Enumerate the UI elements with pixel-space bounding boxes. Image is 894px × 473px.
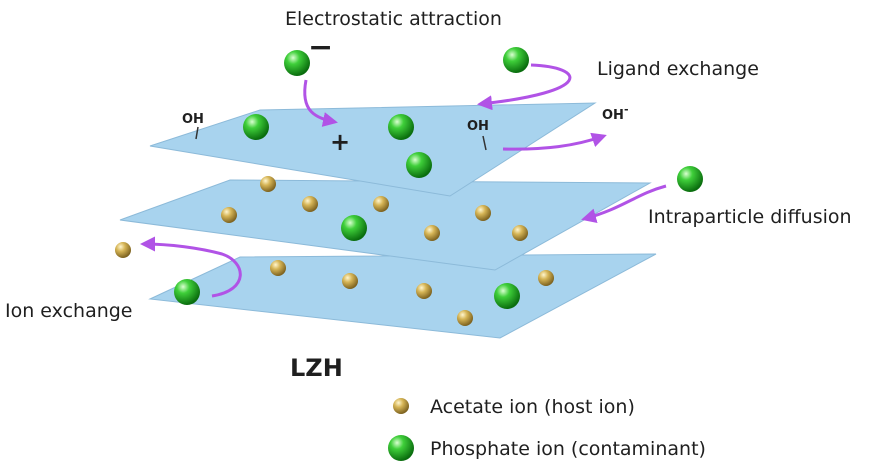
oh-right-text: OH <box>602 108 624 123</box>
acetate-ion <box>416 283 432 299</box>
acetate-ion <box>342 273 358 289</box>
acetate-ion <box>424 225 440 241</box>
phosphate-ion <box>388 114 414 140</box>
legend-phosphate-swatch <box>388 435 414 461</box>
ligand-exchange-label: Ligand exchange <box>597 58 759 80</box>
acetate-ion <box>270 260 286 276</box>
acetate-ion <box>373 196 389 212</box>
oh-left-label: OH <box>182 112 204 127</box>
middle-sheet <box>119 179 652 271</box>
lzh-label: LZH <box>290 354 343 382</box>
intraparticle-label: Intraparticle diffusion <box>648 206 852 228</box>
acetate-ions <box>115 176 554 326</box>
plus-charge: + <box>330 128 350 156</box>
oh-right-charge: - <box>624 103 629 116</box>
bottom-sheet <box>148 253 657 339</box>
phosphate-ion <box>341 215 367 241</box>
phosphate-ions <box>174 47 703 309</box>
electrostatic-arrow <box>303 79 338 127</box>
acetate-ion <box>115 242 131 258</box>
acetate-ion <box>221 207 237 223</box>
oh-left-stick <box>195 126 199 140</box>
intraparticle-arrow <box>581 184 667 224</box>
phosphate-ion <box>243 114 269 140</box>
oh-mid-label: OH <box>467 119 489 134</box>
minus-charge: − <box>308 30 333 65</box>
acetate-ion <box>538 270 554 286</box>
oh-right-label: OH- <box>602 103 629 123</box>
acetate-ion <box>475 205 491 221</box>
ligand-exchange-arrow <box>477 63 572 111</box>
legend-phosphate-label: Phosphate ion (contaminant) <box>430 438 706 460</box>
phosphate-ion <box>406 152 432 178</box>
phosphate-ion <box>494 283 520 309</box>
acetate-ion <box>457 310 473 326</box>
phosphate-ion <box>677 166 703 192</box>
acetate-ion <box>512 225 528 241</box>
electrostatic-label: Electrostatic attraction <box>285 8 502 30</box>
ion-exchange-label: Ion exchange <box>5 300 133 322</box>
ion-exchange-arrow <box>140 236 242 298</box>
legend-acetate-label: Acetate ion (host ion) <box>430 396 635 418</box>
legend-acetate-swatch <box>393 398 409 414</box>
acetate-ion <box>302 196 318 212</box>
phosphate-ion <box>174 279 200 305</box>
oh-release-arrow <box>502 132 607 151</box>
phosphate-ion <box>284 50 310 76</box>
legend: Acetate ion (host ion) Phosphate ion (co… <box>388 396 706 461</box>
phosphate-ion <box>503 47 529 73</box>
acetate-ion <box>260 176 276 192</box>
oh-mid-stick <box>482 135 487 151</box>
